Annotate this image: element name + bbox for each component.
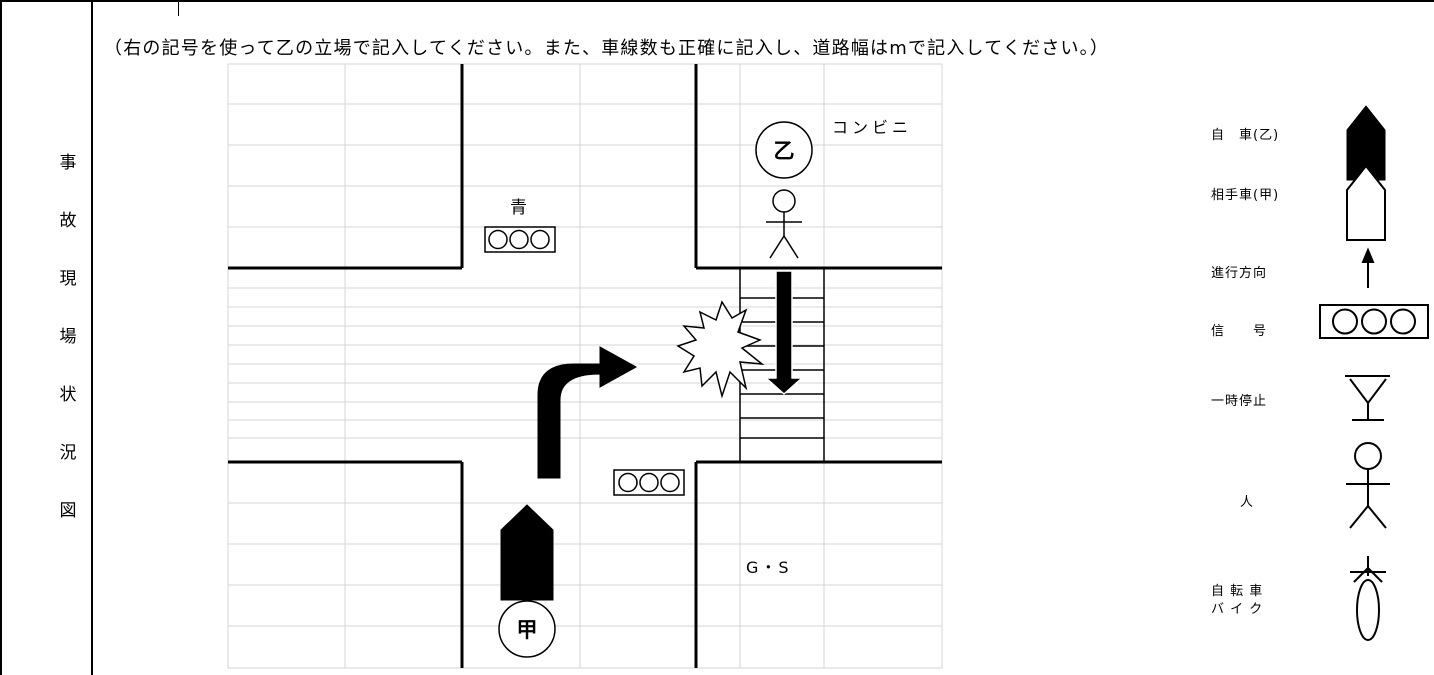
side-label-char: 況	[59, 443, 77, 463]
frame-left-border	[0, 0, 2, 675]
side-label-char: 故	[59, 211, 77, 231]
other-car-icon	[500, 504, 554, 601]
legend-bicycle-label-line2: バ イ ク	[1211, 602, 1264, 617]
legend-own-car-label: 自 車(乙)	[1211, 128, 1280, 143]
legend-person-icon	[1346, 442, 1390, 529]
gas-station-label: G・S	[746, 558, 791, 577]
instruction-text: （右の記号を使って乙の立場で記入してください。また、車線数も正確に記入し、道路幅…	[104, 38, 1110, 59]
legend-direction-label: 進行方向	[1211, 266, 1268, 281]
side-label-char: 現	[59, 269, 77, 289]
side-label-char: 事	[59, 153, 77, 173]
legend-signal-label: 信 号	[1211, 324, 1268, 339]
side-label-char: 場	[59, 327, 77, 347]
side-label-char: 状	[59, 385, 77, 405]
road-edges	[228, 64, 942, 668]
party-a-marker: 甲	[498, 600, 556, 658]
pedestrian-icon	[766, 189, 802, 259]
traffic-signal-upper-icon	[484, 226, 556, 253]
legend-own-car-icon	[1346, 105, 1386, 181]
legend-bicycle-icon	[1350, 556, 1386, 641]
traffic-signal-lower-icon	[613, 469, 685, 496]
own-car-direction-arrow	[765, 270, 803, 395]
other-car-turn-arrow	[537, 346, 638, 479]
legend-person-label: 人	[1240, 495, 1255, 510]
legend-stop-icon	[1345, 375, 1390, 421]
frame-divider	[91, 0, 93, 675]
legend-other-car-icon	[1346, 164, 1386, 241]
side-label-char: 図	[59, 501, 77, 521]
store-label: コンビニ	[832, 118, 912, 137]
party-b-marker-text: 乙	[774, 139, 795, 163]
legend-stop-label: 一時停止	[1211, 394, 1268, 409]
legend-direction-arrow-icon	[1361, 247, 1375, 288]
legend-other-car-label: 相手車(甲)	[1211, 188, 1280, 203]
party-b-marker: 乙	[755, 121, 813, 179]
legend-bicycle-label-line1: 自 転 車	[1211, 584, 1264, 599]
frame-header-tick	[178, 0, 179, 16]
collision-burst-icon	[676, 300, 765, 399]
signal-color-label: 青	[510, 198, 527, 218]
party-a-marker-text: 甲	[517, 618, 538, 642]
legend-signal-icon	[1319, 304, 1429, 339]
frame-top-border	[0, 0, 1434, 2]
